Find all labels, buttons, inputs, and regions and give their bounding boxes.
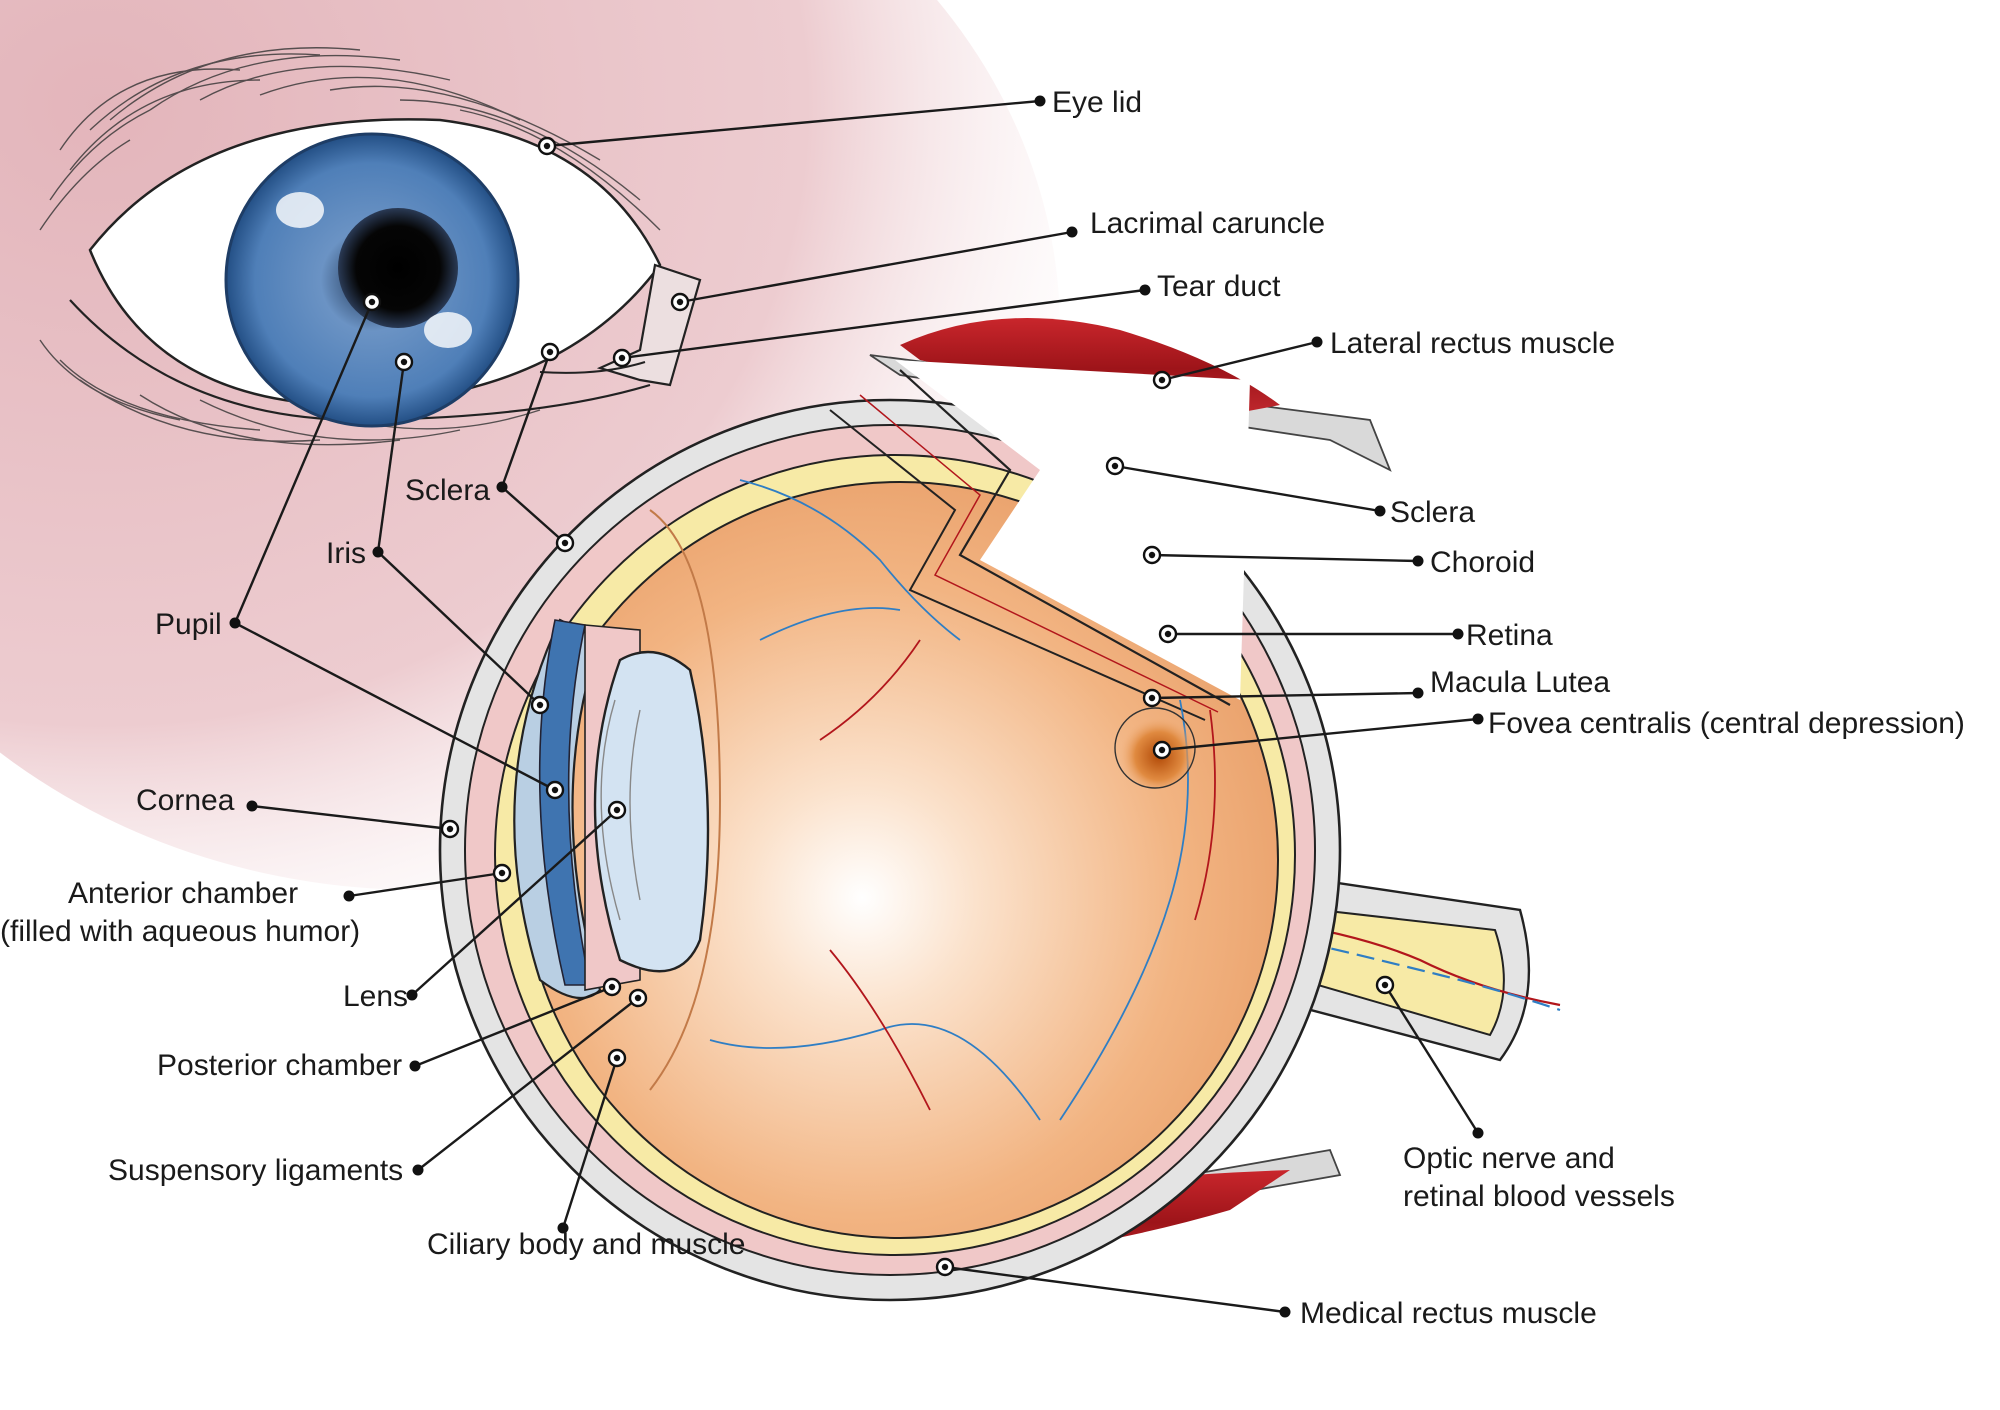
label-optic-2: retinal blood vessels (1403, 1180, 1675, 1213)
label-choroid: Choroid (1430, 546, 1535, 579)
label-sclera-right: Sclera (1390, 496, 1475, 529)
pin-pupil-front (362, 292, 382, 312)
pin-tear-duct (612, 348, 632, 368)
label-tear-duct: Tear duct (1157, 270, 1281, 303)
label-iris: Iris (326, 537, 366, 570)
label-lens: Lens (343, 980, 408, 1013)
label-eye-lid: Eye lid (1052, 86, 1142, 119)
label-optic-1: Optic nerve and (1403, 1142, 1615, 1175)
label-sclera-left: Sclera (405, 474, 490, 507)
label-pupil: Pupil (155, 608, 222, 641)
pin-ciliary (607, 1048, 627, 1068)
label-anterior-chamber-1: Anterior chamber (68, 877, 298, 910)
eyeball-section (438, 360, 1342, 1302)
label-retina: Retina (1466, 619, 1553, 652)
leader-lines (233, 99, 1480, 1314)
pin-sclera-section (555, 533, 575, 553)
pin-eye-lid (537, 136, 557, 156)
label-medial-rectus: Medical rectus muscle (1300, 1297, 1597, 1330)
pin-posterior-chamber (602, 977, 622, 997)
pin-fovea (1152, 740, 1172, 760)
label-lateral-rectus: Lateral rectus muscle (1330, 327, 1615, 360)
label-anterior-chamber-2: (filled with aqueous humor) (0, 915, 360, 948)
label-cornea: Cornea (136, 784, 235, 817)
label-suspensory: Suspensory ligaments (108, 1154, 403, 1187)
pin-lateral-rectus (1152, 370, 1172, 390)
labels: Eye lid Lacrimal caruncle Tear duct Late… (0, 86, 1965, 1330)
pin-pupil-section (545, 780, 565, 800)
pin-anterior-chamber (492, 863, 512, 883)
pupil-front (338, 208, 458, 328)
pin-sclera-right (1105, 456, 1125, 476)
pin-suspensory (628, 988, 648, 1008)
pin-choroid (1142, 545, 1162, 565)
pin-markers (362, 136, 1395, 1277)
pin-medial-rectus (935, 1257, 955, 1277)
pin-cornea (440, 819, 460, 839)
pin-macula (1142, 688, 1162, 708)
eyelashes (39, 47, 661, 446)
label-macula: Macula Lutea (1430, 666, 1610, 699)
pin-optic-nerve (1375, 975, 1395, 995)
pin-retina (1158, 624, 1178, 644)
label-ciliary: Ciliary body and muscle (427, 1228, 745, 1261)
pin-sclera-front (540, 342, 560, 362)
label-posterior-chamber: Posterior chamber (157, 1049, 402, 1082)
label-dots (229, 95, 1484, 1318)
label-lacrimal-caruncle: Lacrimal caruncle (1090, 207, 1325, 240)
label-fovea: Fovea centralis (central depression) (1488, 707, 1965, 740)
pin-lens (607, 800, 627, 820)
pin-lacrimal-caruncle (670, 292, 690, 312)
pin-iris-section (530, 695, 550, 715)
pin-iris-front (394, 352, 414, 372)
